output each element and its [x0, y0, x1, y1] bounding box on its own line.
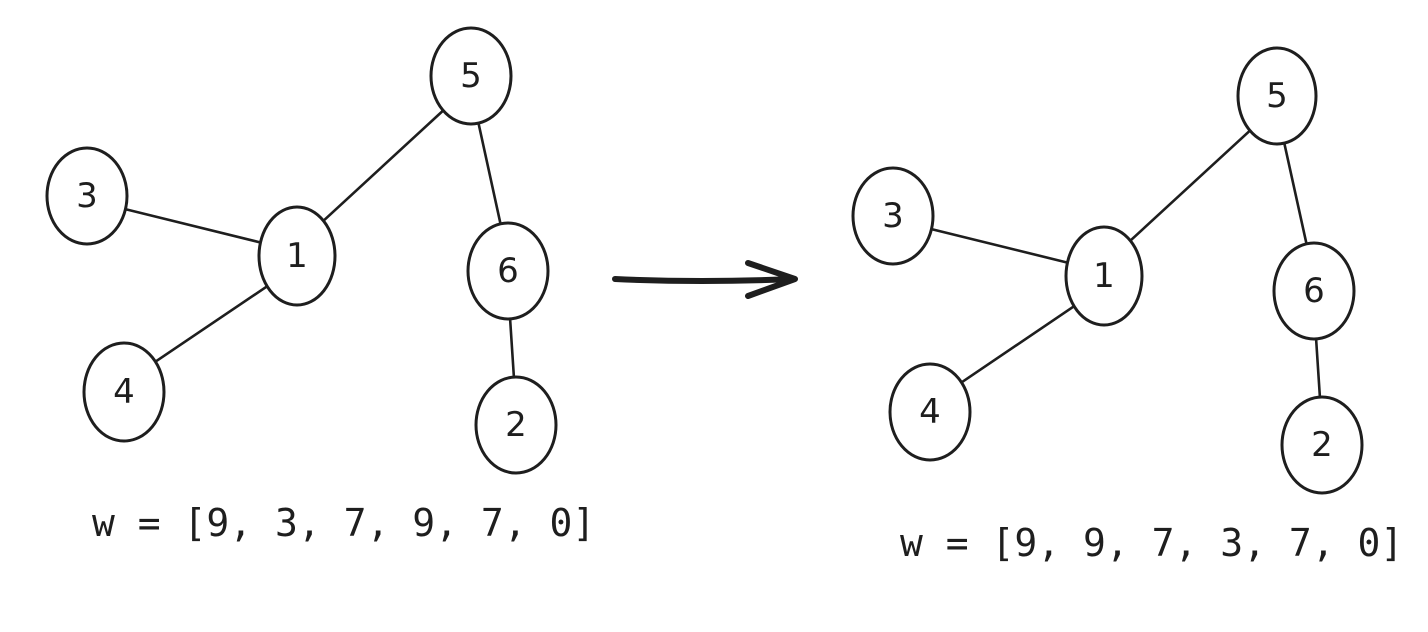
edge-1-5	[322, 109, 445, 223]
edge-1-5	[1129, 129, 1252, 242]
node-label: 5	[460, 56, 482, 96]
node-5: 5	[1236, 46, 1318, 146]
edge-3-1	[124, 207, 262, 244]
edges-before	[124, 109, 516, 379]
node-4: 4	[888, 362, 972, 462]
node-circle	[466, 221, 550, 321]
node-circle	[82, 341, 166, 443]
node-3: 3	[851, 166, 935, 266]
edge-5-6	[477, 121, 502, 226]
node-label: 6	[497, 251, 519, 291]
node-circle	[1236, 46, 1318, 146]
node-label: 2	[1311, 425, 1333, 465]
edge-3-1	[930, 227, 1069, 264]
node-circle	[474, 375, 558, 475]
edges-after	[930, 129, 1322, 399]
node-circle	[1064, 225, 1144, 327]
node-circle	[45, 146, 129, 246]
tree-after: 5 3 1 6 4 2 w = [9, 9, 7, 3, 7, 0]	[851, 46, 1403, 565]
nodes-before: 5 3 1 6 4 2	[45, 26, 558, 475]
weights-before: w = [9, 3, 7, 9, 7, 0]	[92, 501, 595, 545]
tree-before: 5 3 1 6 4 2 w = [9, 3, 7, 9, 7, 0]	[45, 26, 595, 545]
node-label: 1	[1093, 256, 1115, 296]
node-1: 1	[1064, 225, 1144, 327]
node-1: 1	[257, 205, 337, 307]
weights-after: w = [9, 9, 7, 3, 7, 0]	[900, 521, 1403, 565]
edge-6-2	[508, 317, 516, 379]
node-circle	[1280, 395, 1364, 495]
edge-5-6	[1283, 141, 1308, 246]
right-arrow-icon	[612, 260, 798, 299]
edge-6-2	[1314, 337, 1322, 399]
node-label: 3	[76, 176, 98, 216]
node-label: 1	[286, 236, 308, 276]
node-label: 3	[882, 196, 904, 236]
node-5: 5	[429, 26, 513, 126]
edge-1-4	[154, 284, 269, 364]
node-circle	[429, 26, 513, 126]
node-4: 4	[82, 341, 166, 443]
node-2: 2	[1280, 395, 1364, 495]
node-3: 3	[45, 146, 129, 246]
node-circle	[1272, 241, 1356, 341]
node-label: 6	[1303, 271, 1325, 311]
node-label: 5	[1266, 76, 1288, 116]
node-6: 6	[1272, 241, 1356, 341]
node-label: 2	[505, 405, 527, 445]
node-2: 2	[474, 375, 558, 475]
node-label: 4	[113, 372, 135, 412]
node-circle	[851, 166, 935, 266]
nodes-after: 5 3 1 6 4 2	[851, 46, 1364, 495]
edge-1-4	[960, 304, 1076, 384]
node-6: 6	[466, 221, 550, 321]
node-label: 4	[919, 392, 941, 432]
node-circle	[888, 362, 972, 462]
node-circle	[257, 205, 337, 307]
